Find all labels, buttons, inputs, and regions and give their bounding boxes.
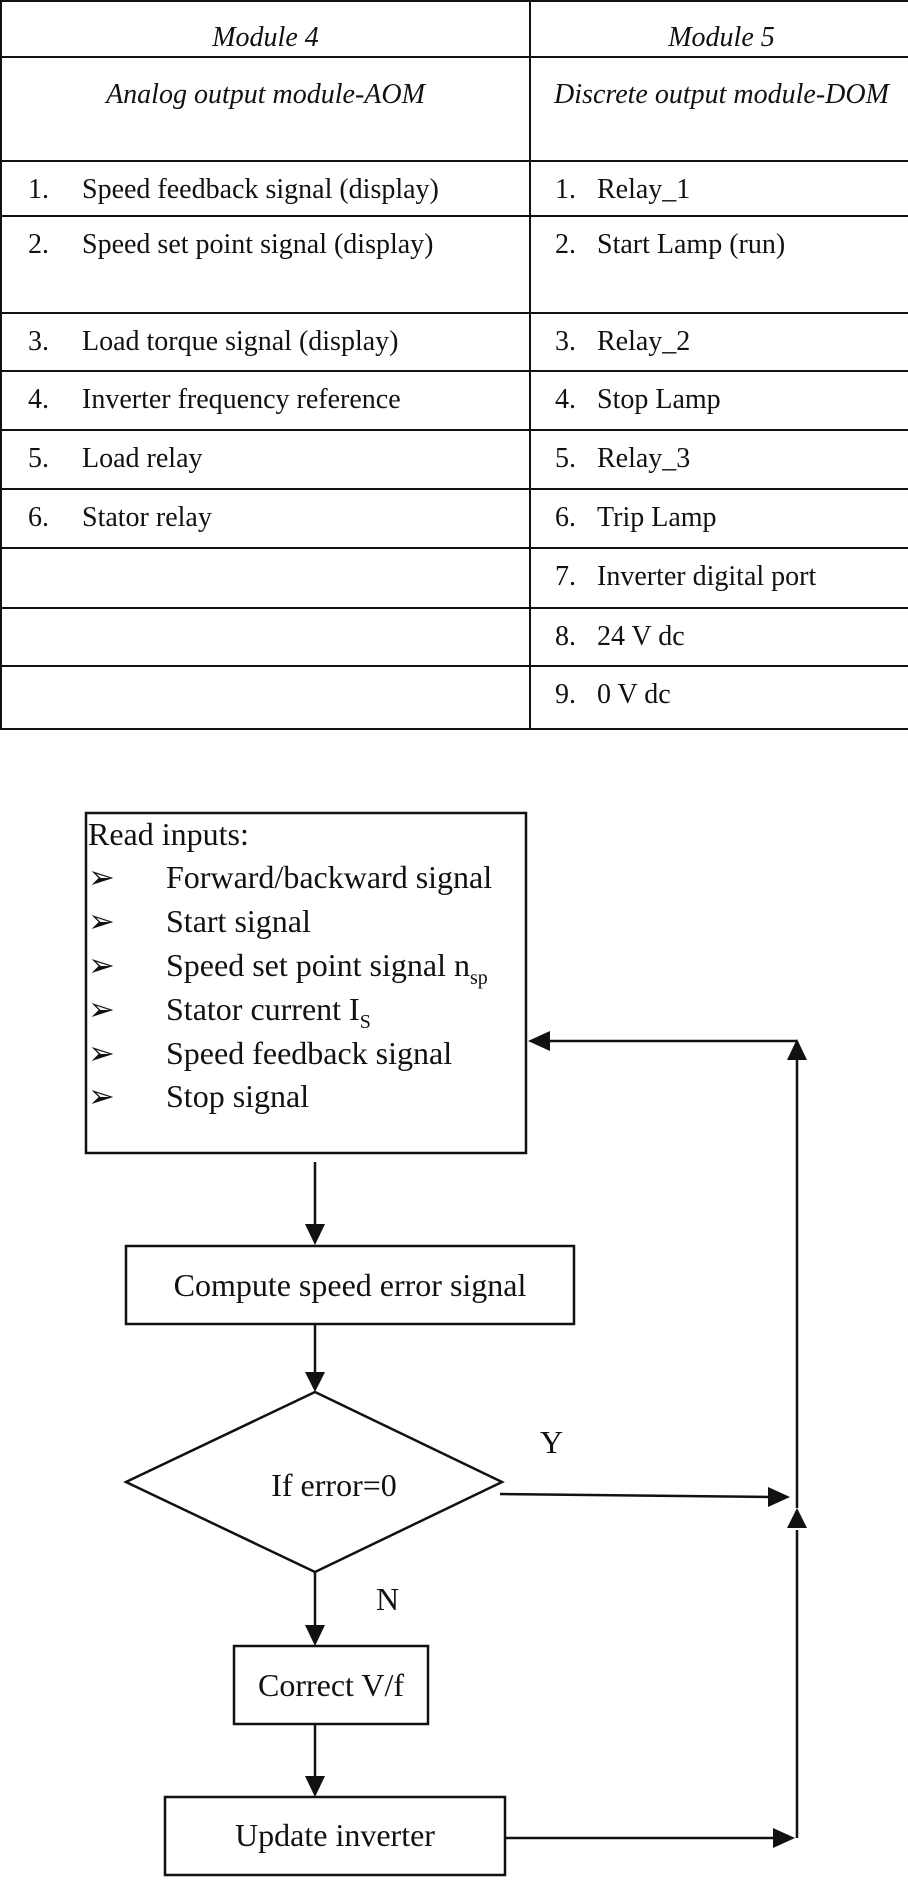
table-cell-right: 6. Trip Lamp (529, 487, 908, 550)
read-inputs-title: Read inputs: (88, 816, 249, 852)
item-text: Relay_1 (597, 174, 691, 206)
item-number: 3. (555, 325, 576, 357)
table-cell-right: 3. Relay_2 (529, 311, 908, 373)
module4-header: Module 4 (0, 0, 531, 59)
compute-error-label: Compute speed error signal (174, 1267, 527, 1303)
no-label: N (376, 1581, 399, 1617)
table-cell-right: 4. Stop Lamp (529, 369, 908, 432)
control-flowchart: Read inputs: ➢ Forward/backward signal ➢… (84, 811, 807, 1877)
table-cell-right: 8. 24 V dc (529, 606, 908, 668)
table-cell-right: 2. Start Lamp (run) (529, 214, 908, 314)
table-cell-left (0, 547, 531, 609)
update-inverter-box (163, 1795, 507, 1877)
table-cell-right: 1. Relay_1 (529, 160, 908, 217)
item-text: Speed feedback signal (display) (82, 174, 439, 206)
input-stop: Stop signal (166, 1078, 309, 1114)
item-number: 1. (555, 174, 576, 206)
item-number: 9. (555, 679, 576, 711)
item-number: 2. (28, 228, 49, 260)
item-text: Relay_3 (597, 443, 691, 475)
arrowhead (773, 1828, 795, 1848)
item-number: 1. (28, 174, 49, 206)
update-inverter-label: Update inverter (235, 1817, 435, 1853)
bullet-arrow-icon: ➢ (88, 859, 115, 895)
item-text: Load relay (82, 443, 203, 475)
item-text: Stator relay (82, 501, 212, 533)
item-text: Inverter frequency reference (82, 384, 401, 415)
table-cell-left: 2. Speed set point signal (display) (0, 214, 531, 314)
item-number: 4. (555, 384, 576, 415)
item-number: 8. (555, 620, 576, 652)
item-number: 4. (28, 384, 49, 415)
item-number: 3. (28, 325, 49, 357)
read-inputs-box (84, 811, 528, 1155)
item-text: 0 V dc (597, 679, 671, 711)
correct-vf-label: Correct V/f (258, 1667, 404, 1703)
arrowhead (305, 1625, 325, 1646)
item-text: Trip Lamp (597, 501, 717, 533)
bullet-arrow-icon: ➢ (88, 1035, 115, 1071)
table-cell-left: 1. Speed feedback signal (display) (0, 160, 531, 217)
table-cell-left: 5. Load relay (0, 429, 531, 490)
decision-label: If error=0 (271, 1467, 397, 1503)
arrowhead (787, 1508, 807, 1528)
item-text: Stop Lamp (597, 384, 721, 415)
item-text: Load torque signal (display) (82, 325, 399, 357)
item-number: 6. (555, 501, 576, 533)
table-cell-left: 6. Stator relay (0, 487, 531, 550)
arrowhead (305, 1776, 325, 1797)
input-speed-set-point: Speed set point signal nsp (166, 947, 488, 989)
table-cell-left: 4. Inverter frequency reference (0, 369, 531, 432)
item-number: 5. (28, 443, 49, 475)
arrowhead (305, 1224, 325, 1245)
item-text: Relay_2 (597, 325, 691, 357)
arrow-yes-to-loop (499, 1492, 771, 1499)
yes-label: Y (540, 1424, 563, 1460)
item-text: Speed set point signal (display) (82, 228, 434, 260)
item-number: 5. (555, 443, 576, 475)
bullet-arrow-icon: ➢ (88, 1078, 115, 1114)
input-speed-feedback: Speed feedback signal (166, 1035, 452, 1071)
table-cell-right: 9. 0 V dc (529, 665, 908, 730)
module4-subheader: Analog output module-AOM (0, 56, 531, 163)
table-cell-left: 3. Load torque signal (display) (0, 311, 531, 373)
bullet-arrow-icon: ➢ (88, 903, 115, 939)
item-text: 24 V dc (597, 620, 685, 652)
table-cell-right: 7. Inverter digital port (529, 547, 908, 609)
input-forward-backward: Forward/backward signal (166, 859, 492, 895)
item-number: 2. (555, 228, 576, 260)
item-number: 7. (555, 561, 576, 593)
table-cell-right: 5. Relay_3 (529, 429, 908, 490)
item-text: Start Lamp (run) (597, 228, 786, 260)
bullet-arrow-icon: ➢ (88, 991, 115, 1027)
module5-subheader: Discrete output module-DOM (529, 56, 908, 163)
arrowhead (768, 1487, 790, 1507)
item-text: Inverter digital port (597, 561, 817, 593)
arrowhead (787, 1039, 807, 1060)
input-start: Start signal (166, 903, 311, 939)
arrowhead (528, 1031, 550, 1051)
module-table: Module 4 Module 5 Analog output module-A… (0, 0, 908, 730)
item-number: 6. (28, 501, 49, 533)
input-stator-current: Stator current IS (166, 991, 371, 1033)
module5-header: Module 5 (529, 0, 908, 59)
correct-vf-box (232, 1644, 430, 1726)
arrowhead (305, 1372, 325, 1392)
compute-error-box (124, 1244, 576, 1326)
table-cell-left (0, 606, 531, 668)
bullet-arrow-icon: ➢ (88, 947, 115, 983)
table-cell-left (0, 665, 531, 730)
